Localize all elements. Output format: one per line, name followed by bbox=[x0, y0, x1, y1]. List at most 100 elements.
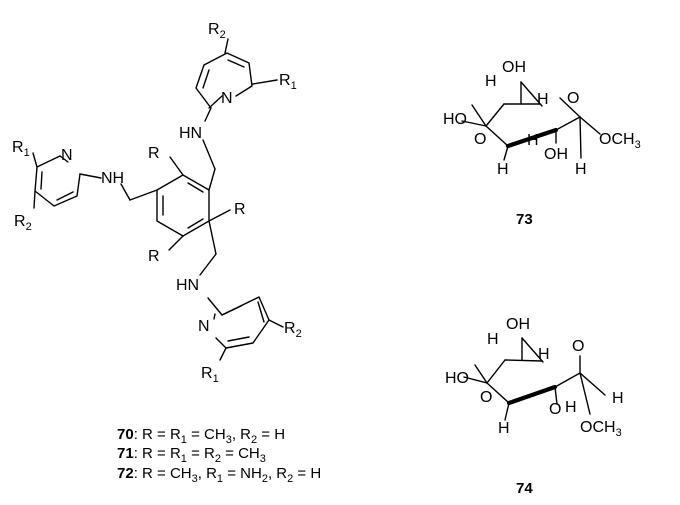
central-benzene-ring bbox=[156, 174, 210, 237]
ch2-bond bbox=[521, 337, 544, 363]
label-r1-top: R1 bbox=[279, 72, 297, 92]
ch2-bond bbox=[520, 81, 543, 107]
label-oh-top: OH bbox=[502, 59, 526, 76]
tripodal-molecule: R2 R1 N HN R1 N NH R2 R R R HN N R2 R1 bbox=[12, 21, 302, 385]
label-h-mid: H bbox=[527, 132, 539, 149]
top-pyridine-bonds bbox=[195, 52, 253, 109]
label-h-top: H bbox=[485, 73, 497, 90]
ring-front-bond bbox=[506, 384, 558, 406]
bond-nh-left bbox=[79, 173, 102, 179]
label-o-ring: O bbox=[567, 90, 579, 107]
bottom-pyridine-link bbox=[221, 305, 242, 316]
label-ho: HO bbox=[443, 111, 467, 128]
left-pyridine-double bbox=[40, 171, 43, 190]
compound-number-73: 73 bbox=[516, 211, 533, 228]
c-oh-bond bbox=[463, 376, 488, 384]
compound-number-74: 74 bbox=[516, 480, 533, 497]
c-h-bond bbox=[504, 402, 510, 421]
anomeric-h-bond bbox=[579, 116, 582, 159]
label-r-low: R bbox=[148, 248, 160, 265]
label-r-right: R bbox=[234, 201, 246, 218]
bond-r2-top bbox=[224, 38, 229, 54]
benzene-double-bond bbox=[187, 218, 204, 229]
label-och3: OCH3 bbox=[580, 419, 622, 439]
c-o-bond bbox=[554, 386, 558, 405]
caption-71: 71: R = R1 = R2 = CH3 bbox=[117, 445, 266, 465]
caption-72: 72: R = CH3, R1 = NH2, R2 = H bbox=[117, 465, 321, 485]
label-hn-top: HN bbox=[179, 125, 202, 142]
ring-front-bond bbox=[505, 127, 559, 149]
label-n-top: N bbox=[221, 90, 233, 107]
bond-ch2-top bbox=[208, 168, 216, 191]
label-r2-bottom: R2 bbox=[284, 320, 302, 340]
bond-ch2-left-nh bbox=[120, 183, 131, 201]
bottom-pyridine-c-n bbox=[213, 313, 216, 320]
ring-bond bbox=[485, 125, 509, 147]
bottom-pyridine-double bbox=[257, 301, 265, 323]
benzene-ring-outline bbox=[156, 174, 210, 237]
caption-70: 70: R = R1 = CH3, R2 = H bbox=[117, 426, 285, 446]
left-pyridine-c-n bbox=[59, 155, 69, 163]
ring-bond bbox=[504, 359, 543, 362]
c-h-bond bbox=[503, 145, 509, 161]
bond-r2-left bbox=[33, 190, 36, 209]
label-r1-bottom: R1 bbox=[201, 365, 219, 385]
label-o-ring: O bbox=[572, 338, 584, 355]
bond-ch2-left bbox=[129, 189, 158, 201]
c-h-bond bbox=[471, 104, 487, 127]
label-h-bottom: H bbox=[498, 420, 510, 437]
top-pyridine-double bbox=[202, 69, 210, 89]
bond-r1-left bbox=[32, 152, 38, 168]
label-r2-left: R2 bbox=[14, 213, 32, 233]
label-o-left: O bbox=[480, 389, 492, 406]
top-pyridine-ring bbox=[195, 38, 278, 122]
label-r1-left: R1 bbox=[12, 139, 30, 159]
label-o-left: O bbox=[474, 131, 486, 148]
label-n-bottom: N bbox=[198, 318, 210, 335]
label-h-ring: H bbox=[537, 91, 549, 108]
c-oh-bond bbox=[461, 120, 487, 127]
label-h-bottom: H bbox=[497, 161, 509, 178]
ring-bond bbox=[485, 103, 505, 127]
anomeric-o-bond bbox=[579, 116, 601, 135]
label-oh-top: OH bbox=[506, 316, 530, 333]
bottom-pyridine-double bbox=[227, 336, 250, 342]
bond-r2-bottom bbox=[268, 319, 284, 328]
compound-captions: 70: R = R1 = CH3, R2 = H 71: R = R1 = R2… bbox=[117, 426, 321, 485]
label-h-anomeric: H bbox=[612, 390, 624, 407]
label-nh-left: NH bbox=[101, 170, 124, 187]
bond-r1-top bbox=[252, 79, 278, 85]
label-och3: OCH3 bbox=[599, 131, 641, 151]
anomeric-h-bond bbox=[579, 372, 606, 396]
bond-nh-top bbox=[204, 107, 212, 122]
benzene-double-bond bbox=[187, 182, 204, 193]
top-pyridine-double bbox=[227, 59, 245, 68]
bond-ch2-top-nh bbox=[202, 139, 216, 170]
ring-bond bbox=[559, 97, 581, 118]
sugar-73: OH H HO O H O H OH OCH3 H H 73 bbox=[443, 59, 641, 228]
label-o-right: O bbox=[549, 401, 561, 418]
ring-bond bbox=[554, 372, 581, 388]
bottom-pyridine-bonds bbox=[207, 296, 270, 349]
bottom-pyridine-ring bbox=[207, 296, 284, 361]
bond-r-low bbox=[168, 235, 184, 251]
bond-r-up bbox=[169, 156, 184, 176]
ring-bond bbox=[555, 116, 581, 131]
label-h-ring: H bbox=[538, 346, 550, 363]
label-hn-bottom: HN bbox=[176, 277, 199, 294]
bond-ch2-bottom-nh bbox=[199, 253, 217, 276]
label-oh-right: OH bbox=[544, 146, 568, 163]
anomeric-o-bond bbox=[579, 372, 591, 415]
bond-ch2-bottom bbox=[208, 220, 217, 255]
bond-r1-bottom bbox=[219, 347, 227, 361]
label-h-right: H bbox=[565, 399, 577, 416]
c-h-bond bbox=[474, 364, 488, 384]
label-r2-top: R2 bbox=[208, 21, 226, 41]
left-pyridine-ring bbox=[32, 152, 102, 209]
left-pyridine-double bbox=[56, 191, 74, 201]
label-n-left: N bbox=[61, 147, 73, 164]
sugar-74: OH H HO O H O H O H H OCH3 74 bbox=[445, 316, 624, 497]
left-pyridine-bonds bbox=[34, 155, 81, 207]
